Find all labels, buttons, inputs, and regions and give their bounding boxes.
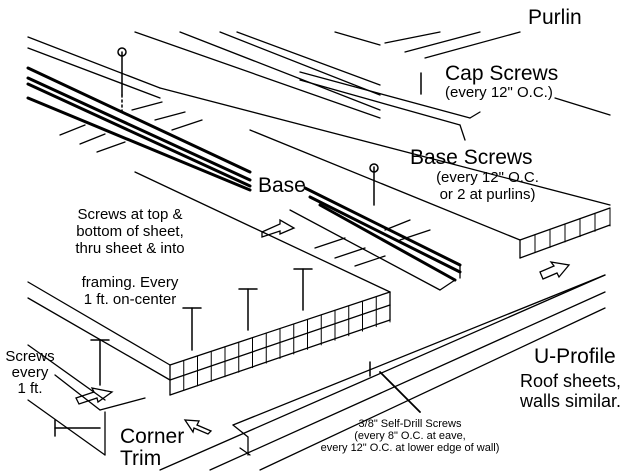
purlin-lines bbox=[384, 31, 611, 116]
screws-top-line-3: thru sheet & into bbox=[75, 240, 185, 257]
screws-top-line-1: Screws at top & bbox=[77, 206, 183, 223]
screws bbox=[54, 47, 422, 437]
sheet-flutes bbox=[169, 207, 611, 396]
self-drill-line-3: every 12" O.C. at lower edge of wall) bbox=[320, 442, 500, 454]
corner-arrow-icon bbox=[75, 387, 114, 405]
sheet-arrow-icon bbox=[539, 261, 571, 280]
base-screws-note-2: or 2 at purlins) bbox=[439, 186, 536, 203]
screws-every-line-1: Screws bbox=[5, 348, 55, 365]
screws-top-line-4: framing. Every bbox=[81, 274, 179, 291]
cap-screws-note: (every 12" O.C.) bbox=[445, 84, 553, 101]
cap-screw-icon bbox=[117, 47, 127, 116]
base-label: Base bbox=[258, 174, 306, 197]
screws-every-line-3: 1 ft. bbox=[17, 380, 43, 397]
purlin-strips bbox=[59, 101, 431, 267]
trim-label: Trim bbox=[120, 447, 162, 470]
sheet-screw-icon bbox=[238, 288, 258, 331]
purlin-label: Purlin bbox=[528, 6, 582, 29]
cap-screws-title: Cap Screws bbox=[445, 62, 559, 85]
corner-label: Corner bbox=[120, 425, 185, 448]
roof-note-line-2: walls similar. bbox=[520, 391, 622, 411]
self-drill-line-1: 3/8" Self-Drill Screws bbox=[358, 418, 462, 430]
corner-screw-icon bbox=[90, 339, 110, 386]
screws-top-line-5: 1 ft. on-center bbox=[83, 291, 177, 308]
corner-trim-arrow-icon bbox=[183, 419, 213, 435]
base-screws-note-1: (every 12" O.C. bbox=[436, 169, 539, 186]
base-screws-title: Base Screws bbox=[410, 146, 533, 169]
base-rail bbox=[26, 66, 462, 282]
base-arrow-icon bbox=[261, 218, 296, 238]
base-screw-icon bbox=[369, 163, 379, 206]
u-profile-label: U-Profile bbox=[534, 345, 616, 368]
base-rail-end bbox=[289, 209, 461, 291]
self-drill-line-2: (every 8" O.C. at eave, bbox=[354, 430, 466, 442]
screws-top-line-2: bottom of sheet, bbox=[76, 223, 184, 240]
arrows bbox=[75, 218, 571, 435]
sheet-screw-icon bbox=[293, 268, 313, 311]
screws-every-line-2: every bbox=[11, 364, 49, 381]
roof-note-line-1: Roof sheets, bbox=[520, 371, 622, 391]
leader-line bbox=[379, 371, 421, 413]
u-profile-lines bbox=[159, 274, 606, 471]
sheet-screw-icon bbox=[182, 307, 202, 351]
cap-profile bbox=[299, 71, 481, 141]
corner-screw-icon bbox=[54, 419, 101, 437]
